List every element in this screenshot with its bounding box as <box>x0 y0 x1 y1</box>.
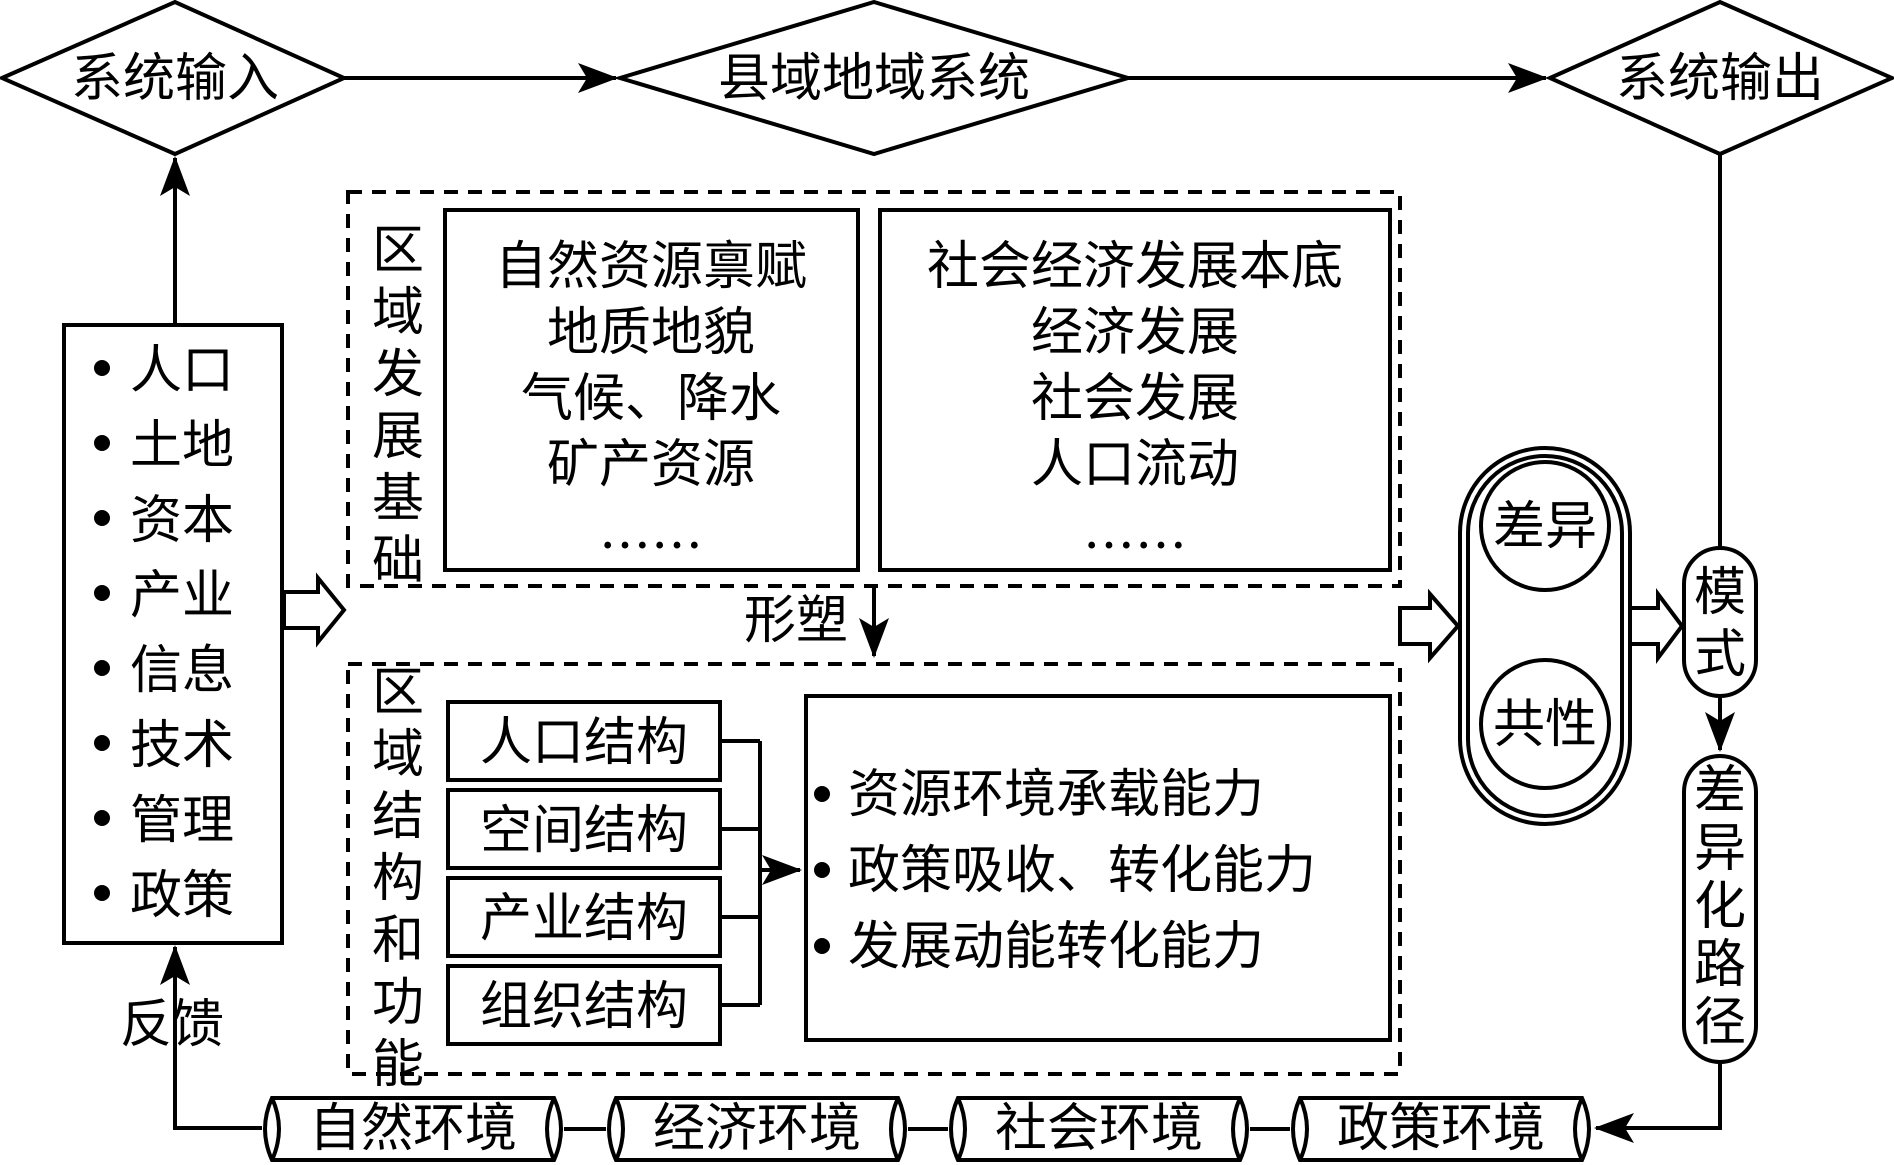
factor-item: 信息 <box>130 641 234 701</box>
list-item: 社会经济发展本底 <box>927 237 1343 297</box>
structure-item-box <box>446 876 722 958</box>
bullet-icon <box>94 585 110 601</box>
environment-label: 政策环境 <box>1337 1099 1545 1159</box>
factor-item: 技术 <box>130 716 234 776</box>
difference-circle <box>1479 460 1611 592</box>
capability-item: 发展动能转化能力 <box>848 917 1264 977</box>
difference-label: 差异 <box>1493 497 1597 557</box>
environment-cylinder: 经济环境 <box>607 1096 907 1162</box>
capability-item: 资源环境承载能力 <box>848 765 1264 825</box>
environment-cylinder: 社会环境 <box>949 1096 1249 1162</box>
list-item: …… <box>599 501 703 561</box>
structure-item-box <box>446 700 722 782</box>
factor-item: 资本 <box>130 491 234 551</box>
bullet-icon <box>94 360 110 376</box>
structure-item-label: 组织结构 <box>480 977 688 1037</box>
factor-item: 管理 <box>130 791 234 851</box>
county-system-label: 县域地域系统 <box>718 49 1030 109</box>
structure-bracket <box>722 739 802 1007</box>
factor-item: 土地 <box>130 416 234 476</box>
socio-economic-box: 社会经济发展本底经济发展社会发展人口流动…… <box>878 208 1392 572</box>
capability-item: 政策吸收、转化能力 <box>848 841 1316 901</box>
factor-item: 人口 <box>130 341 234 401</box>
bullet-icon <box>94 885 110 901</box>
bullet-icon <box>94 735 110 751</box>
system-output-label: 系统输出 <box>1616 49 1824 109</box>
system-input-node: 系统输入 <box>0 0 349 157</box>
list-item: 社会发展 <box>1031 369 1239 429</box>
bullet-icon <box>814 862 830 878</box>
system-input-label: 系统输入 <box>71 49 279 109</box>
environment-label: 自然环境 <box>309 1099 517 1159</box>
environment-label: 社会环境 <box>995 1099 1203 1159</box>
list-item: 自然资源禀赋 <box>495 237 807 297</box>
bullet-icon <box>94 660 110 676</box>
environment-label: 经济环境 <box>653 1099 861 1159</box>
factors-to-structure-hollow-arrow <box>282 572 347 648</box>
list-item: 地质地貌 <box>547 303 755 363</box>
bullet-icon <box>814 938 830 954</box>
factor-item: 政策 <box>130 866 234 926</box>
list-item: 矿产资源 <box>547 435 755 495</box>
natural-resources-box: 自然资源禀赋地质地貌气候、降水矿产资源…… <box>443 208 860 572</box>
structure-item-label: 产业结构 <box>480 889 688 949</box>
difference-commonality-group: 差异 共性 <box>1458 446 1632 826</box>
list-item: 人口流动 <box>1031 435 1239 495</box>
bullet-icon <box>94 810 110 826</box>
difference-to-mode-hollow-arrow <box>1628 588 1685 664</box>
environment-cylinder: 自然环境 <box>263 1096 563 1162</box>
structure-to-difference-hollow-arrow <box>1398 588 1461 664</box>
environment-row: 自然环境 经济环境 社会环境 政策环境 <box>263 1096 1591 1162</box>
commonality-circle <box>1479 658 1611 790</box>
differentiated-path-node: 差异化路径 <box>1682 754 1758 1064</box>
path-to-environment-arrow <box>1594 1062 1722 1143</box>
structure-item-box <box>446 964 722 1046</box>
mode-label: 模式 <box>1694 563 1746 685</box>
bullet-icon <box>94 510 110 526</box>
shape-label: 形塑 <box>744 591 848 651</box>
list-item: …… <box>1083 501 1187 561</box>
bullet-icon <box>94 435 110 451</box>
natural-resources-list: 自然资源禀赋地质地貌气候、降水矿产资源…… <box>495 237 807 561</box>
environment-cylinder: 政策环境 <box>1291 1096 1591 1162</box>
bullet-icon <box>814 786 830 802</box>
factor-item: 产业 <box>130 566 234 626</box>
structure-item-label: 空间结构 <box>480 801 688 861</box>
list-item: 经济发展 <box>1031 303 1239 363</box>
county-system-node: 县域地域系统 <box>613 0 1135 157</box>
structure-item-box <box>446 788 722 870</box>
system-output-node: 系统输出 <box>1545 0 1894 157</box>
list-item: 气候、降水 <box>521 369 781 429</box>
structure-vertical-label: 区域结构和功能 <box>372 663 424 1095</box>
structure-dashed-box <box>346 662 1402 1076</box>
foundation-dashed-box <box>346 190 1402 588</box>
structure-item-label: 人口结构 <box>480 713 688 773</box>
differentiated-path-label: 差异化路径 <box>1694 761 1746 1053</box>
commonality-label: 共性 <box>1493 695 1597 755</box>
socio-economic-list: 社会经济发展本底经济发展社会发展人口流动…… <box>927 237 1343 561</box>
mode-node: 模式 <box>1682 546 1758 698</box>
feedback-line <box>173 990 262 1130</box>
feedback-label: 反馈 <box>120 995 224 1055</box>
foundation-vertical-label: 区域发展基础 <box>372 221 424 591</box>
